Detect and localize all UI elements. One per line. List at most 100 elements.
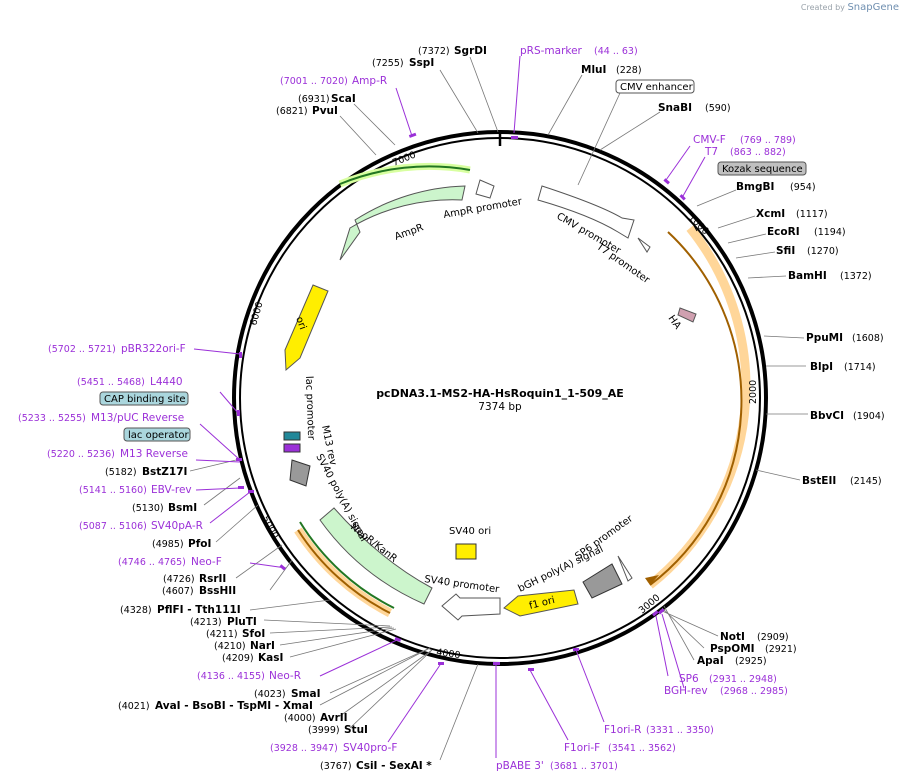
primer-name: T7 [704, 146, 718, 158]
sv40-promoter-arrow [441, 593, 501, 621]
plasmid-length: 7374 bp [478, 401, 522, 413]
site-pos: (4213) [190, 617, 222, 628]
site-pos: (1608) [852, 333, 884, 344]
site-pos: (4209) [222, 653, 254, 664]
primer-marks [236, 132, 686, 671]
primer-pos: (769 .. 789) [740, 135, 796, 146]
insert-line-left [297, 529, 391, 614]
site-name: BstEII [802, 475, 836, 487]
primer-name: SV40pA-R [151, 520, 203, 532]
ha-arrow [677, 307, 697, 323]
f1-ori-arrow [503, 589, 579, 617]
primer-pos: (44 .. 63) [594, 46, 638, 57]
site-name: PluTI [227, 616, 257, 628]
primer-name: M13 Reverse [120, 448, 188, 460]
site-pos: (4211) [206, 629, 238, 640]
cmv-enhancer-label: CMV enhancer [620, 82, 694, 93]
primer-pos: (5220 .. 5236) [47, 449, 115, 460]
site-pos: (2145) [850, 476, 882, 487]
site-name: PflFI - Tth111I [157, 604, 241, 616]
site-name: AvaI - BsoBI - TspMI - XmaI [155, 700, 313, 712]
site-pos: (7372) [418, 46, 450, 57]
cmv-enhancer-box [615, 79, 695, 94]
site-pos: (590) [705, 103, 731, 114]
site-pos: (1714) [844, 362, 876, 373]
primer-name: Neo-R [269, 670, 301, 682]
ampr-label: AmpR [393, 222, 425, 243]
primer-pos: (2931 .. 2948) [709, 674, 777, 685]
tick-2000: 2000 [748, 380, 759, 404]
site-name: RsrII [199, 573, 226, 585]
bgh-polya-box [582, 563, 623, 599]
cap-binding-box [99, 391, 189, 406]
site-pos: (2925) [735, 656, 767, 667]
primer-name: SP6 [679, 673, 699, 685]
site-pos: (2909) [757, 632, 789, 643]
kozak-label: Kozak sequence [722, 164, 803, 175]
cmv-promoter-arrow [537, 185, 635, 239]
ampr-promoter-arrow [475, 179, 495, 199]
site-name: SfoI [242, 628, 265, 640]
primer-pos: (5702 .. 5721) [48, 344, 116, 355]
amp-highlight [338, 162, 471, 188]
lac-operator-box [283, 431, 301, 441]
tick-4000: 4000 [436, 647, 461, 661]
primer-pos: (3928 .. 3947) [270, 743, 338, 754]
primer-pos: (5451 .. 5468) [77, 377, 145, 388]
neor-kanr-arrow [319, 507, 433, 605]
site-pos: (7255) [372, 58, 404, 69]
site-pos: (5182) [105, 467, 137, 478]
site-pos: (4000) [284, 713, 316, 724]
primer-pos: (5141 .. 5160) [79, 485, 147, 496]
site-name: PvuI [312, 105, 338, 117]
snapgene-logo: SnapGene [847, 2, 899, 13]
site-pos: (4210) [214, 641, 246, 652]
site-name: ApaI [697, 655, 724, 667]
site-pos: (5130) [132, 503, 164, 514]
site-pos: (4328) [120, 605, 152, 616]
insert-arrowhead-right [645, 575, 659, 585]
neo-line [299, 521, 395, 609]
site-labels: (7372) SgrDI (7255) SspI (6931) ScaI (68… [105, 45, 885, 772]
sv40-ori-box [455, 543, 477, 560]
sv40-promoter-label: SV40 promoter [424, 574, 501, 596]
primer-pos: (7001 .. 7020) [280, 76, 348, 87]
primer-pos: (5233 .. 5255) [18, 413, 86, 424]
site-name: SmaI [291, 688, 321, 700]
primer-pos: (5087 .. 5106) [79, 521, 147, 532]
site-pos: (4021) [118, 701, 150, 712]
site-name: PpuMI [806, 332, 843, 344]
site-name: NarI [250, 640, 275, 652]
m13-rev-box [283, 443, 301, 453]
primer-pos: (863 .. 882) [730, 147, 786, 158]
site-name: BssHII [199, 585, 236, 597]
site-name: SspI [409, 57, 434, 69]
site-name: SfiI [776, 245, 795, 257]
primer-name: CMV-F [693, 134, 726, 146]
site-name: StuI [344, 724, 368, 736]
site-name: NotI [720, 631, 745, 643]
primer-name: L4440 [150, 376, 183, 388]
site-pos: (1117) [796, 209, 828, 220]
primer-pos: (3681 .. 3701) [550, 761, 618, 772]
ampr-arrow [339, 185, 466, 261]
site-pos: (1194) [814, 227, 846, 238]
site-pos: (6821) [276, 106, 308, 117]
primer-name: BGH-rev [664, 685, 708, 697]
lac-promoter-label: lac promoter [303, 376, 316, 441]
boxed-labels: CMV enhancer Kozak sequence CAP binding … [99, 79, 807, 442]
site-name: PspOMI [710, 643, 755, 655]
plasmid-name: pcDNA3.1-MS2-HA-HsRoquin1_1-509_AE [376, 387, 624, 400]
primer-name: pBR322ori-F [121, 343, 186, 355]
ori-label: ori [293, 315, 308, 331]
site-pos: (954) [790, 182, 816, 193]
site-name: BstZ17I [142, 466, 187, 478]
site-name: BamHI [788, 270, 827, 282]
site-name: BsmI [168, 502, 197, 514]
primer-labels: pRS-marker (44 .. 63) (7001 .. 7020) Amp… [18, 45, 796, 772]
primer-pos: (3541 .. 3562) [608, 743, 676, 754]
site-name: EcoRI [767, 226, 800, 238]
site-name: XcmI [756, 208, 785, 220]
site-pos: (4726) [163, 574, 195, 585]
leader-lines [189, 56, 808, 761]
